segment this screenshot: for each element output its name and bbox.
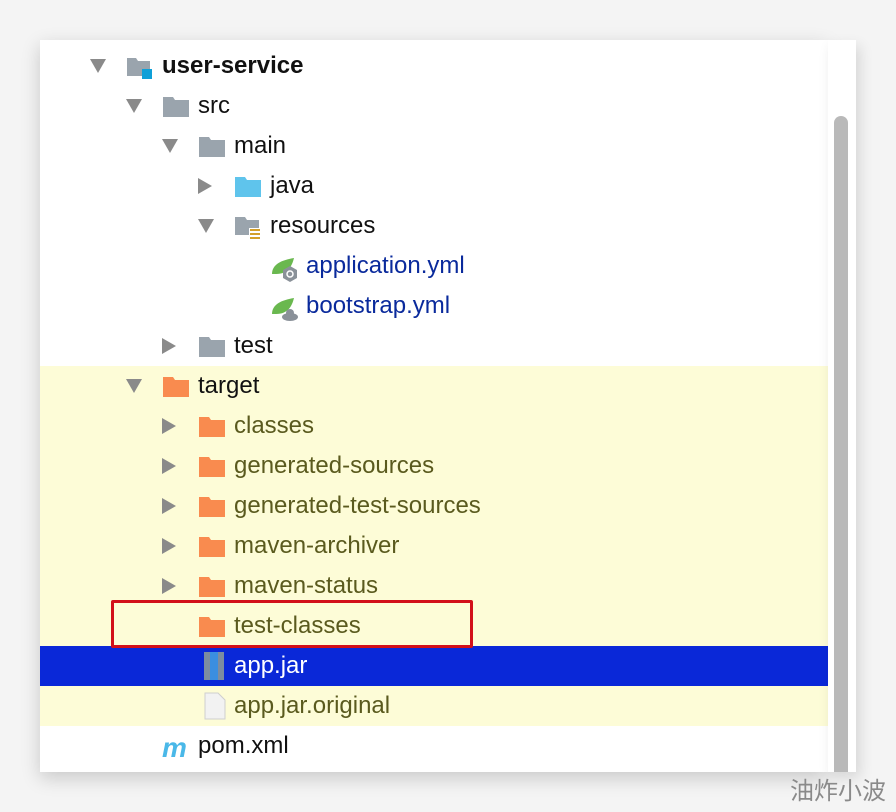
jar-archive-icon bbox=[204, 652, 232, 680]
tree-node-label: test bbox=[234, 332, 273, 359]
folder-gray-icon bbox=[198, 136, 226, 158]
tree-node-app-jar[interactable]: app.jar bbox=[40, 646, 828, 686]
folder-orange-icon bbox=[162, 376, 190, 398]
tree-node-target[interactable]: target bbox=[40, 366, 828, 406]
tree-node-label: pom.xml bbox=[198, 732, 289, 759]
annotation-highlight-box bbox=[111, 600, 473, 648]
folder-gray-icon bbox=[162, 96, 190, 118]
tree-node-application-yml[interactable]: application.yml bbox=[40, 246, 828, 286]
tree-node-src[interactable]: src bbox=[40, 86, 828, 126]
tree-node-label: maven-archiver bbox=[234, 532, 400, 559]
tree-node-label: user-service bbox=[162, 52, 304, 79]
tree-node-label: maven-status bbox=[234, 572, 379, 599]
spring-boot-config-icon bbox=[270, 256, 298, 282]
collapse-arrow-right-icon[interactable] bbox=[198, 178, 212, 194]
expand-arrow-down-icon[interactable] bbox=[90, 59, 106, 73]
collapse-arrow-right-icon[interactable] bbox=[162, 338, 176, 354]
collapse-arrow-right-icon[interactable] bbox=[162, 578, 176, 594]
tree-node-resources[interactable]: resources bbox=[40, 206, 828, 246]
scrollbar-thumb[interactable] bbox=[834, 116, 848, 772]
tree-node-label: target bbox=[198, 372, 260, 399]
collapse-arrow-right-icon[interactable] bbox=[162, 538, 176, 554]
file-icon bbox=[204, 692, 232, 720]
tree-node-pom-xml[interactable]: m pom.xml bbox=[40, 726, 828, 766]
tree-node-label: application.yml bbox=[306, 252, 465, 279]
tree-node-java[interactable]: java bbox=[40, 166, 828, 206]
tree-node-label: generated-test-sources bbox=[234, 492, 481, 519]
tree-node-maven-status[interactable]: maven-status bbox=[40, 566, 828, 606]
folder-orange-icon bbox=[198, 536, 226, 558]
vertical-scrollbar[interactable] bbox=[828, 40, 856, 772]
collapse-arrow-right-icon[interactable] bbox=[162, 458, 176, 474]
tree-node-label: main bbox=[234, 132, 287, 159]
tree-node-label: test-classes bbox=[234, 612, 361, 639]
folder-orange-icon bbox=[198, 416, 226, 438]
folder-orange-icon bbox=[198, 576, 226, 598]
tree-node-classes[interactable]: classes bbox=[40, 406, 828, 446]
svg-text:m: m bbox=[162, 736, 187, 760]
folder-orange-icon bbox=[198, 616, 226, 638]
tree-node-label: app.jar.original bbox=[234, 692, 391, 719]
resources-folder-icon bbox=[234, 216, 262, 241]
source-folder-icon bbox=[234, 176, 262, 198]
expand-arrow-down-icon[interactable] bbox=[162, 139, 178, 153]
tree-node-user-service[interactable]: user-service bbox=[40, 46, 828, 86]
collapse-arrow-right-icon[interactable] bbox=[162, 498, 176, 514]
tree-node-label: classes bbox=[234, 412, 315, 439]
tree-node-label: resources bbox=[270, 212, 376, 239]
expand-arrow-down-icon[interactable] bbox=[126, 99, 142, 113]
spring-cloud-config-icon bbox=[270, 296, 298, 321]
tree-node-label: generated-sources bbox=[234, 452, 435, 479]
tree-node-generated-sources[interactable]: generated-sources bbox=[40, 446, 828, 486]
watermark: 油炸小波 bbox=[790, 778, 886, 805]
expand-arrow-down-icon[interactable] bbox=[126, 379, 142, 393]
tree-node-generated-test-sources[interactable]: generated-test-sources bbox=[40, 486, 828, 526]
maven-icon: m bbox=[162, 732, 190, 763]
folder-gray-icon bbox=[198, 336, 226, 358]
folder-orange-icon bbox=[198, 496, 226, 518]
tree-node-maven-archiver[interactable]: maven-archiver bbox=[40, 526, 828, 566]
tree-node-test-classes[interactable]: test-classes bbox=[40, 606, 828, 646]
folder-orange-icon bbox=[198, 456, 226, 478]
tree-node-label: app.jar bbox=[234, 652, 308, 679]
module-folder-icon bbox=[126, 56, 154, 79]
tree-node-label: bootstrap.yml bbox=[306, 292, 451, 319]
tree-node-app-jar-original[interactable]: app.jar.original bbox=[40, 686, 828, 726]
tree-node-label: java bbox=[270, 172, 315, 199]
tree-node-main[interactable]: main bbox=[40, 126, 828, 166]
collapse-arrow-right-icon[interactable] bbox=[162, 418, 176, 434]
tree-node-label: src bbox=[198, 92, 230, 119]
tree-node-bootstrap-yml[interactable]: bootstrap.yml bbox=[40, 286, 828, 326]
expand-arrow-down-icon[interactable] bbox=[198, 219, 214, 233]
tree-node-test[interactable]: test bbox=[40, 326, 828, 366]
